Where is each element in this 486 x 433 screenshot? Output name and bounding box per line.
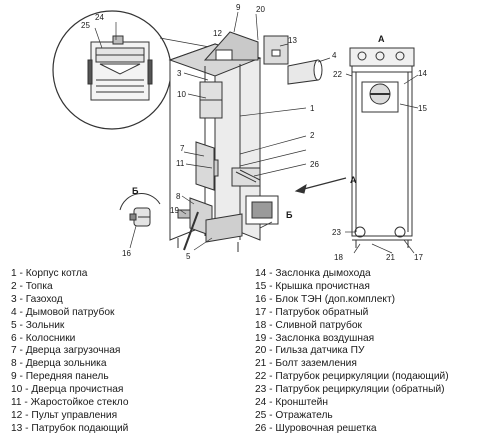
callout-8: 8 (176, 192, 181, 201)
legend-item: 19 - Заслонка воздушная (255, 332, 375, 344)
legend-item: 2 - Топка (11, 280, 53, 292)
callout-3: 3 (177, 69, 182, 78)
legend-item: 9 - Передняя панель (11, 371, 109, 383)
callout-18: 18 (334, 253, 343, 262)
legend-item: 25 - Отражатель (255, 409, 333, 421)
callout-4: 4 (332, 51, 337, 60)
callout-25: 25 (81, 21, 90, 30)
side-detail-b (119, 193, 161, 227)
callout-21: 21 (386, 253, 395, 262)
legend-item: 5 - Зольник (11, 319, 65, 331)
legend-item: 12 - Пульт управления (11, 409, 118, 421)
callout-13: 13 (288, 36, 297, 45)
view-mark-b-detail: Б (132, 186, 139, 196)
callout-16: 16 (122, 249, 131, 258)
legend-item: 18 - Сливной патрубок (255, 319, 362, 331)
legend-item: 20 - Гильза датчика ПУ (255, 345, 365, 357)
callout-7: 7 (180, 144, 185, 153)
callout-14: 14 (418, 69, 427, 78)
callout-2: 2 (310, 131, 315, 140)
legend-item: 3 - Газоход (11, 293, 63, 305)
callout-5: 5 (186, 252, 191, 261)
callout-23: 23 (332, 228, 341, 237)
view-arrow-a (294, 177, 347, 194)
boiler-drawing: 24 25 9 20 12 13 4 3 10 1 2 26 7 11 8 19… (52, 3, 427, 262)
callout-19: 19 (170, 206, 179, 215)
detail-view-circle (52, 10, 227, 130)
legend-item: 6 - Колосники (11, 332, 76, 344)
legend-item: 15 - Крышка прочистная (255, 280, 370, 292)
callout-10: 10 (177, 90, 186, 99)
callout-22: 22 (333, 70, 342, 79)
legend-item: 1 - Корпус котла (11, 268, 88, 279)
callout-9: 9 (236, 3, 241, 12)
callout-20: 20 (256, 5, 265, 14)
legend-item: 8 - Дверца зольника (11, 358, 107, 370)
legend-item: 13 - Патрубок подающий (11, 422, 129, 433)
legend-item: 24 - Кронштейн (255, 397, 328, 409)
callout-26: 26 (310, 160, 319, 169)
view-mark-a-top: А (378, 34, 385, 44)
legend-item: 11 - Жаростойкое стекло (11, 397, 129, 409)
rear-view-a (349, 47, 415, 248)
callout-12: 12 (213, 29, 222, 38)
legend-left-column: 1 - Корпус котла 2 - Топка 3 - Газоход 4… (11, 268, 129, 433)
legend-item: 16 - Блок ТЭН (доп.комплект) (255, 293, 396, 305)
callout-1: 1 (310, 104, 315, 113)
boiler-body (168, 31, 323, 252)
legend-item: 22 - Патрубок рециркуляции (подающий) (255, 371, 449, 383)
callout-24: 24 (95, 13, 104, 22)
callout-labels: 24 25 9 20 12 13 4 3 10 1 2 26 7 11 8 19… (81, 3, 427, 262)
callout-15: 15 (418, 104, 427, 113)
callout-11: 11 (176, 159, 185, 168)
legend-item: 4 - Дымовой патрубок (11, 306, 115, 318)
legend-item: 21 - Болт заземления (255, 358, 357, 370)
legend-item: 10 - Дверца прочистная (11, 384, 124, 396)
callout-17: 17 (414, 253, 423, 262)
legend-item: 26 - Шуровочная решетка (255, 422, 377, 433)
legend-item: 14 - Заслонка дымохода (255, 268, 371, 279)
legend-right-column: 14 - Заслонка дымохода 15 - Крышка прочи… (255, 268, 449, 433)
legend-item: 17 - Патрубок обратный (255, 306, 369, 318)
legend-item: 23 - Патрубок рециркуляции (обратный) (255, 384, 445, 396)
legend-item: 7 - Дверца загрузочная (11, 345, 121, 357)
leader-lines (94, 11, 419, 254)
view-mark-a-arrow: А (350, 175, 357, 185)
view-mark-b-side: Б (286, 210, 293, 220)
